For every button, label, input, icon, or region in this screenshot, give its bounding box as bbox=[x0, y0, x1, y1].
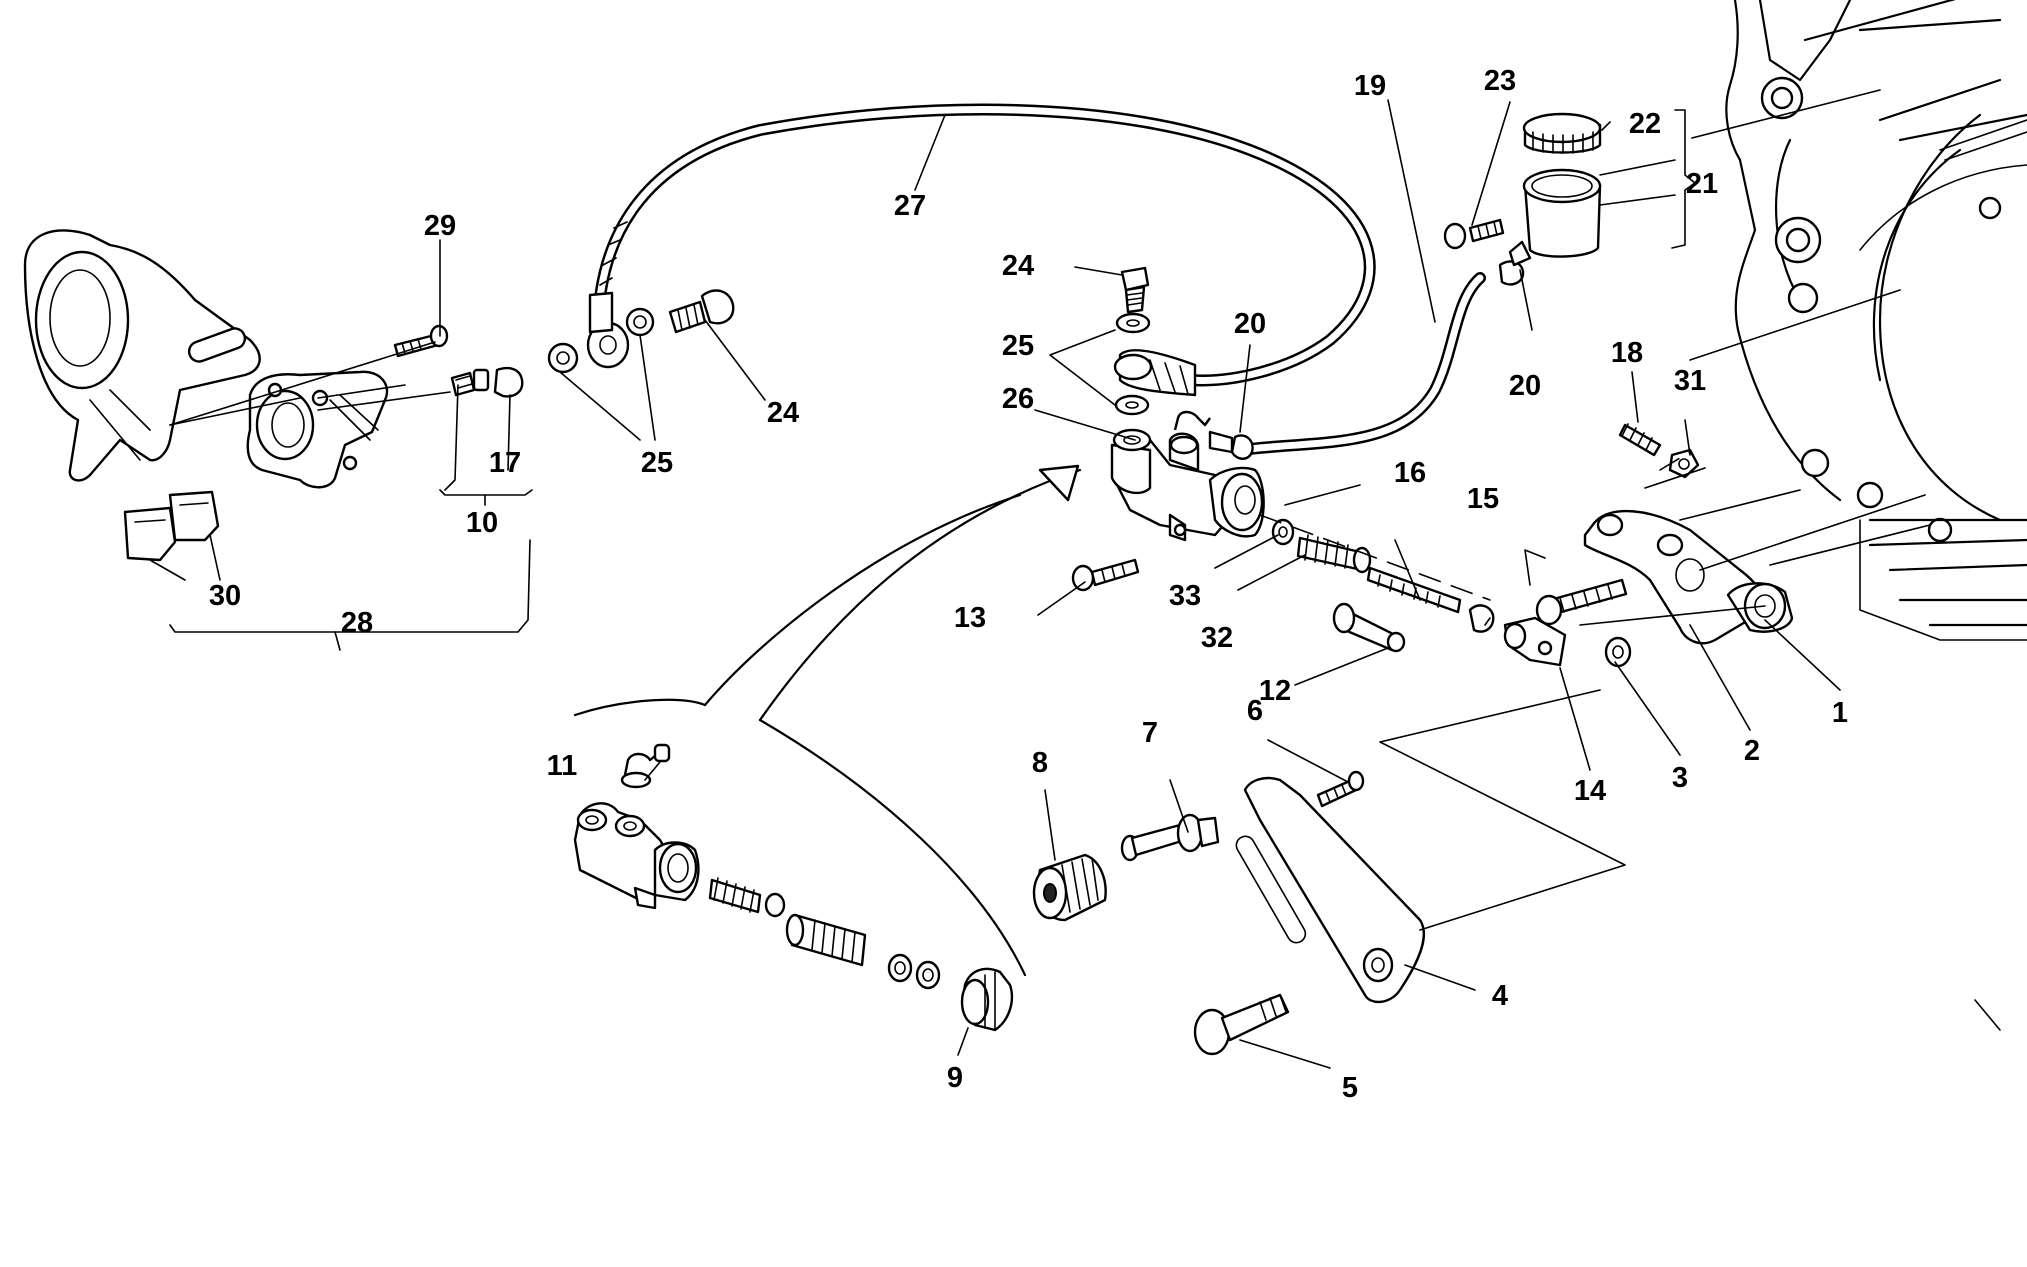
callout-18: 18 bbox=[1611, 337, 1643, 369]
callout-32: 32 bbox=[1201, 622, 1233, 654]
callout-19: 19 bbox=[1354, 70, 1386, 102]
callout-2: 2 bbox=[1744, 735, 1760, 767]
clevis-pin-12 bbox=[1332, 602, 1406, 653]
callout-1: 1 bbox=[1832, 697, 1848, 729]
callout-6: 6 bbox=[1247, 695, 1263, 727]
callout-25-right: 25 bbox=[1002, 330, 1034, 362]
callout-17: 17 bbox=[489, 447, 521, 479]
callout-25-left: 25 bbox=[641, 447, 673, 479]
hose-banjo-right bbox=[1113, 266, 1197, 416]
fitting-11 bbox=[620, 743, 671, 789]
reservoir-hose-19 bbox=[1208, 260, 1525, 460]
boot-9 bbox=[960, 967, 1014, 1032]
nut-31 bbox=[1668, 448, 1700, 479]
callout-29: 29 bbox=[424, 210, 456, 242]
callout-24-left: 24 bbox=[767, 397, 799, 429]
bolt-5 bbox=[1193, 993, 1290, 1056]
callout-30: 30 bbox=[209, 580, 241, 612]
callout-31: 31 bbox=[1674, 365, 1706, 397]
brake-pads bbox=[123, 490, 220, 562]
callout-8: 8 bbox=[1032, 747, 1048, 779]
brake-hose-27 bbox=[588, 103, 1376, 387]
engine-casing-outline bbox=[1725, 0, 2027, 1031]
callout-28: 28 bbox=[341, 607, 373, 639]
master-cylinder bbox=[1110, 410, 1265, 542]
bushing-8 bbox=[1032, 853, 1107, 922]
bolt-13 bbox=[1071, 558, 1140, 592]
callout-7: 7 bbox=[1142, 717, 1158, 749]
callout-16: 16 bbox=[1394, 457, 1426, 489]
bleed-valve bbox=[450, 366, 524, 398]
hose-banjo-left bbox=[547, 289, 735, 374]
brake-caliper bbox=[246, 370, 389, 489]
fluid-reservoir bbox=[1443, 112, 1602, 267]
callout-10: 10 bbox=[466, 507, 498, 539]
callout-26: 26 bbox=[1002, 383, 1034, 415]
callout-33: 33 bbox=[1169, 580, 1201, 612]
spring-exploded bbox=[708, 877, 786, 918]
pushrod-assembly bbox=[1271, 518, 1567, 667]
callout-11: 11 bbox=[547, 750, 578, 782]
cylinder-body-exploded bbox=[573, 802, 700, 910]
callout-27: 27 bbox=[894, 190, 926, 222]
callout-23: 23 bbox=[1484, 65, 1516, 97]
callout-20-right: 20 bbox=[1509, 370, 1541, 402]
callout-4: 4 bbox=[1492, 980, 1508, 1012]
piston-exploded bbox=[785, 913, 867, 967]
callout-15: 15 bbox=[1467, 483, 1499, 515]
callout-9: 9 bbox=[947, 1062, 963, 1094]
spring-18 bbox=[1618, 423, 1662, 457]
callout-21: 21 bbox=[1686, 168, 1718, 200]
pivot-pin-7 bbox=[1120, 813, 1220, 862]
callout-20-left: 20 bbox=[1234, 308, 1266, 340]
screw-6 bbox=[1316, 770, 1365, 808]
caliper-bracket bbox=[23, 229, 261, 482]
callout-3: 3 bbox=[1672, 762, 1688, 794]
callout-14: 14 bbox=[1574, 775, 1606, 807]
callout-labels: 1 2 3 4 5 6 7 8 9 10 11 12 13 14 15 16 1… bbox=[209, 65, 1848, 1104]
callout-12: 12 bbox=[1259, 675, 1291, 707]
brake-pedal-lever bbox=[1235, 776, 1426, 1004]
callout-5: 5 bbox=[1342, 1072, 1358, 1104]
seals-exploded bbox=[887, 953, 941, 990]
callout-13: 13 bbox=[954, 602, 986, 634]
cylinder-cutaway-outline bbox=[573, 464, 1082, 977]
pedal-bracket bbox=[1535, 509, 1794, 668]
leader-lines bbox=[149, 89, 1931, 1069]
callout-24-top: 24 bbox=[1002, 250, 1034, 282]
callout-22: 22 bbox=[1629, 108, 1661, 140]
